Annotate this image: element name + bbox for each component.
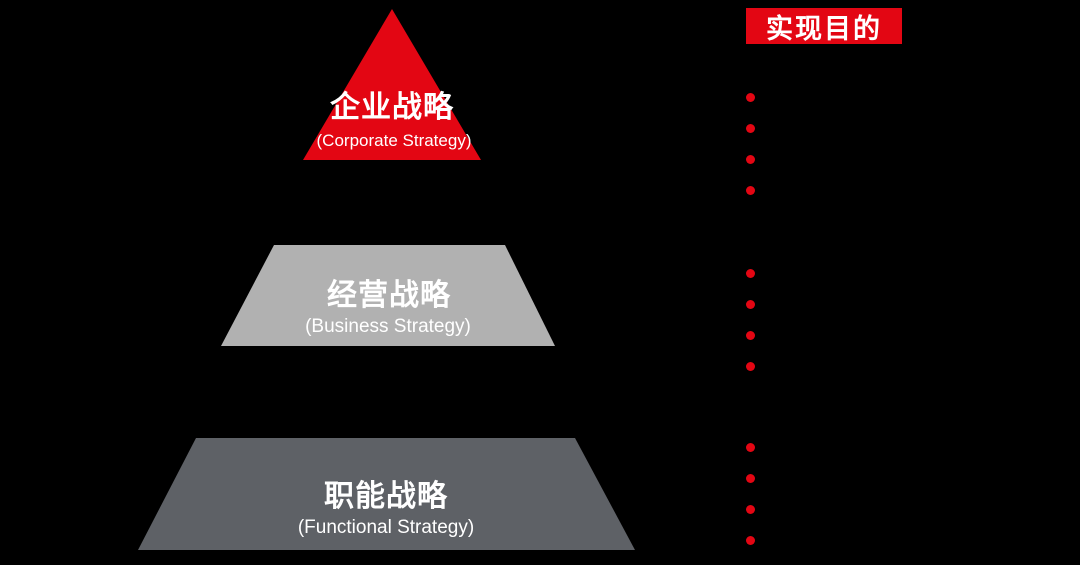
bullet-dot (746, 331, 755, 340)
bullet-dot (746, 443, 755, 452)
corporate-strategy-title: 企业战略 (330, 91, 454, 124)
bullet-dot (746, 155, 755, 164)
bullet-dot (746, 124, 755, 133)
corporate-strategy-subtitle: (Corporate Strategy) (316, 131, 472, 150)
functional-trapezoid-shape (138, 438, 635, 550)
bullet-group-corporate (746, 93, 755, 195)
functional-strategy-title: 职能战略 (324, 480, 448, 513)
bullet-dot (746, 269, 755, 278)
bullet-group-business (746, 269, 755, 371)
bullet-dot (746, 362, 755, 371)
business-trapezoid-shape (221, 245, 555, 346)
business-strategy-subtitle: (Business Strategy) (305, 316, 471, 337)
corporate-triangle-shape (303, 9, 481, 160)
bullet-dot (746, 186, 755, 195)
functional-strategy-subtitle: (Functional Strategy) (297, 517, 475, 538)
bullet-dot (746, 536, 755, 545)
bullet-group-functional (746, 443, 755, 545)
bullet-dot (746, 300, 755, 309)
bullet-dot (746, 474, 755, 483)
bullet-dot (746, 505, 755, 514)
business-strategy-title: 经营战略 (327, 279, 451, 312)
bullet-dot (746, 93, 755, 102)
legend-header-badge: 实现目的 (746, 8, 902, 44)
